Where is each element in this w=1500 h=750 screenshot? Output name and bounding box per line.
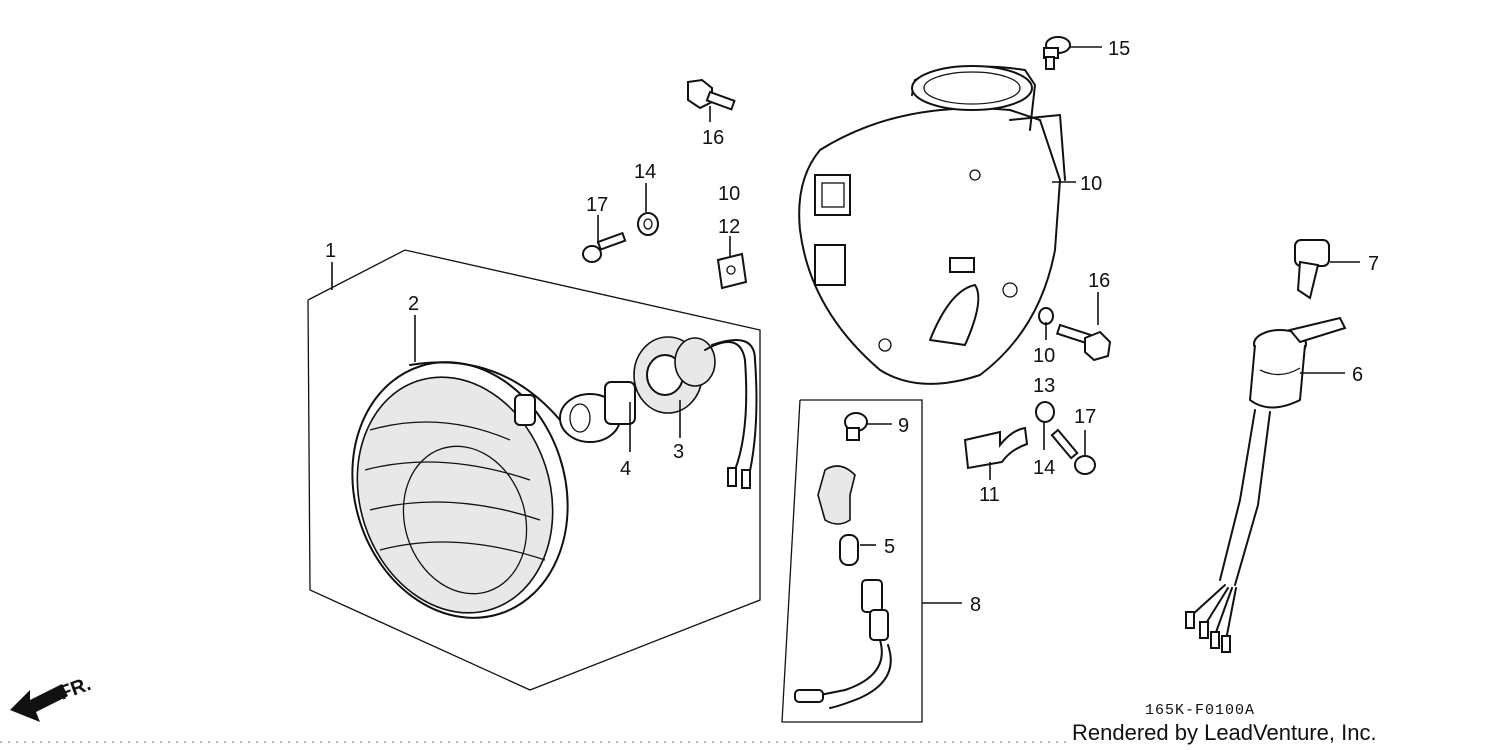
callout-9: 9 xyxy=(898,415,909,437)
callout-8: 8 xyxy=(970,594,981,616)
nut-plate-12[interactable] xyxy=(716,252,748,290)
front-direction-arrow: FR. xyxy=(10,673,94,722)
washer-14-top[interactable] xyxy=(637,212,659,236)
callout-15: 15 xyxy=(1108,38,1130,60)
ignition-switch-6[interactable] xyxy=(1185,316,1347,653)
wire-clamp-11[interactable] xyxy=(963,426,1029,470)
callout-5: 5 xyxy=(884,536,895,558)
callout-10-case: 10 xyxy=(1080,173,1102,195)
bulb-socket[interactable] xyxy=(633,336,758,489)
callout-17-right: 17 xyxy=(1074,406,1096,428)
callout-13: 13 xyxy=(1033,375,1055,397)
callout-14-right: 14 xyxy=(1033,457,1055,479)
ignition-key-7[interactable] xyxy=(1294,239,1330,300)
callout-16-top: 16 xyxy=(702,127,724,149)
grommet-9[interactable] xyxy=(844,412,868,441)
callout-4: 4 xyxy=(620,458,631,480)
callout-10-right: 10 xyxy=(1033,345,1055,367)
callout-16-right: 16 xyxy=(1088,270,1110,292)
render-credit: Rendered by LeadVenture, Inc. xyxy=(1072,720,1377,745)
leader-lines xyxy=(331,46,1360,604)
callout-17-top: 17 xyxy=(586,194,608,216)
bolt-16-top[interactable] xyxy=(687,78,736,111)
callout-1: 1 xyxy=(325,240,336,262)
washer-14-right[interactable] xyxy=(1035,401,1055,423)
headlight-unit[interactable] xyxy=(320,334,600,646)
headlight-case[interactable] xyxy=(798,65,1066,385)
collar-10-right[interactable] xyxy=(1038,307,1054,325)
callout-labels: 1 2 3 4 5 6 7 8 9 10 10 10 11 12 13 14 1… xyxy=(325,38,1379,616)
headlight-bulb[interactable] xyxy=(559,381,636,443)
callout-11: 11 xyxy=(979,484,1000,506)
callout-12: 12 xyxy=(718,216,740,238)
headlight-assembly-frame xyxy=(307,249,761,691)
front-direction-label: FR. xyxy=(56,673,94,705)
bolt-16-right[interactable] xyxy=(1055,323,1112,362)
screw-17-right[interactable] xyxy=(1050,428,1096,475)
meter-bulb-5[interactable] xyxy=(839,534,859,566)
socket-rubber[interactable] xyxy=(817,465,856,525)
callout-7: 7 xyxy=(1368,253,1379,275)
screw-15[interactable] xyxy=(1043,36,1071,70)
diagram-code: 165K-F0100A xyxy=(1145,702,1255,719)
meter-light-frame xyxy=(781,399,923,723)
meter-socket-wire[interactable] xyxy=(794,579,892,709)
callout-2: 2 xyxy=(408,293,419,315)
callout-10-top: 10 xyxy=(718,183,740,205)
callout-6: 6 xyxy=(1352,364,1363,386)
callout-14-top: 14 xyxy=(634,161,656,183)
callout-3: 3 xyxy=(673,441,684,463)
screw-17-top[interactable] xyxy=(582,231,627,263)
